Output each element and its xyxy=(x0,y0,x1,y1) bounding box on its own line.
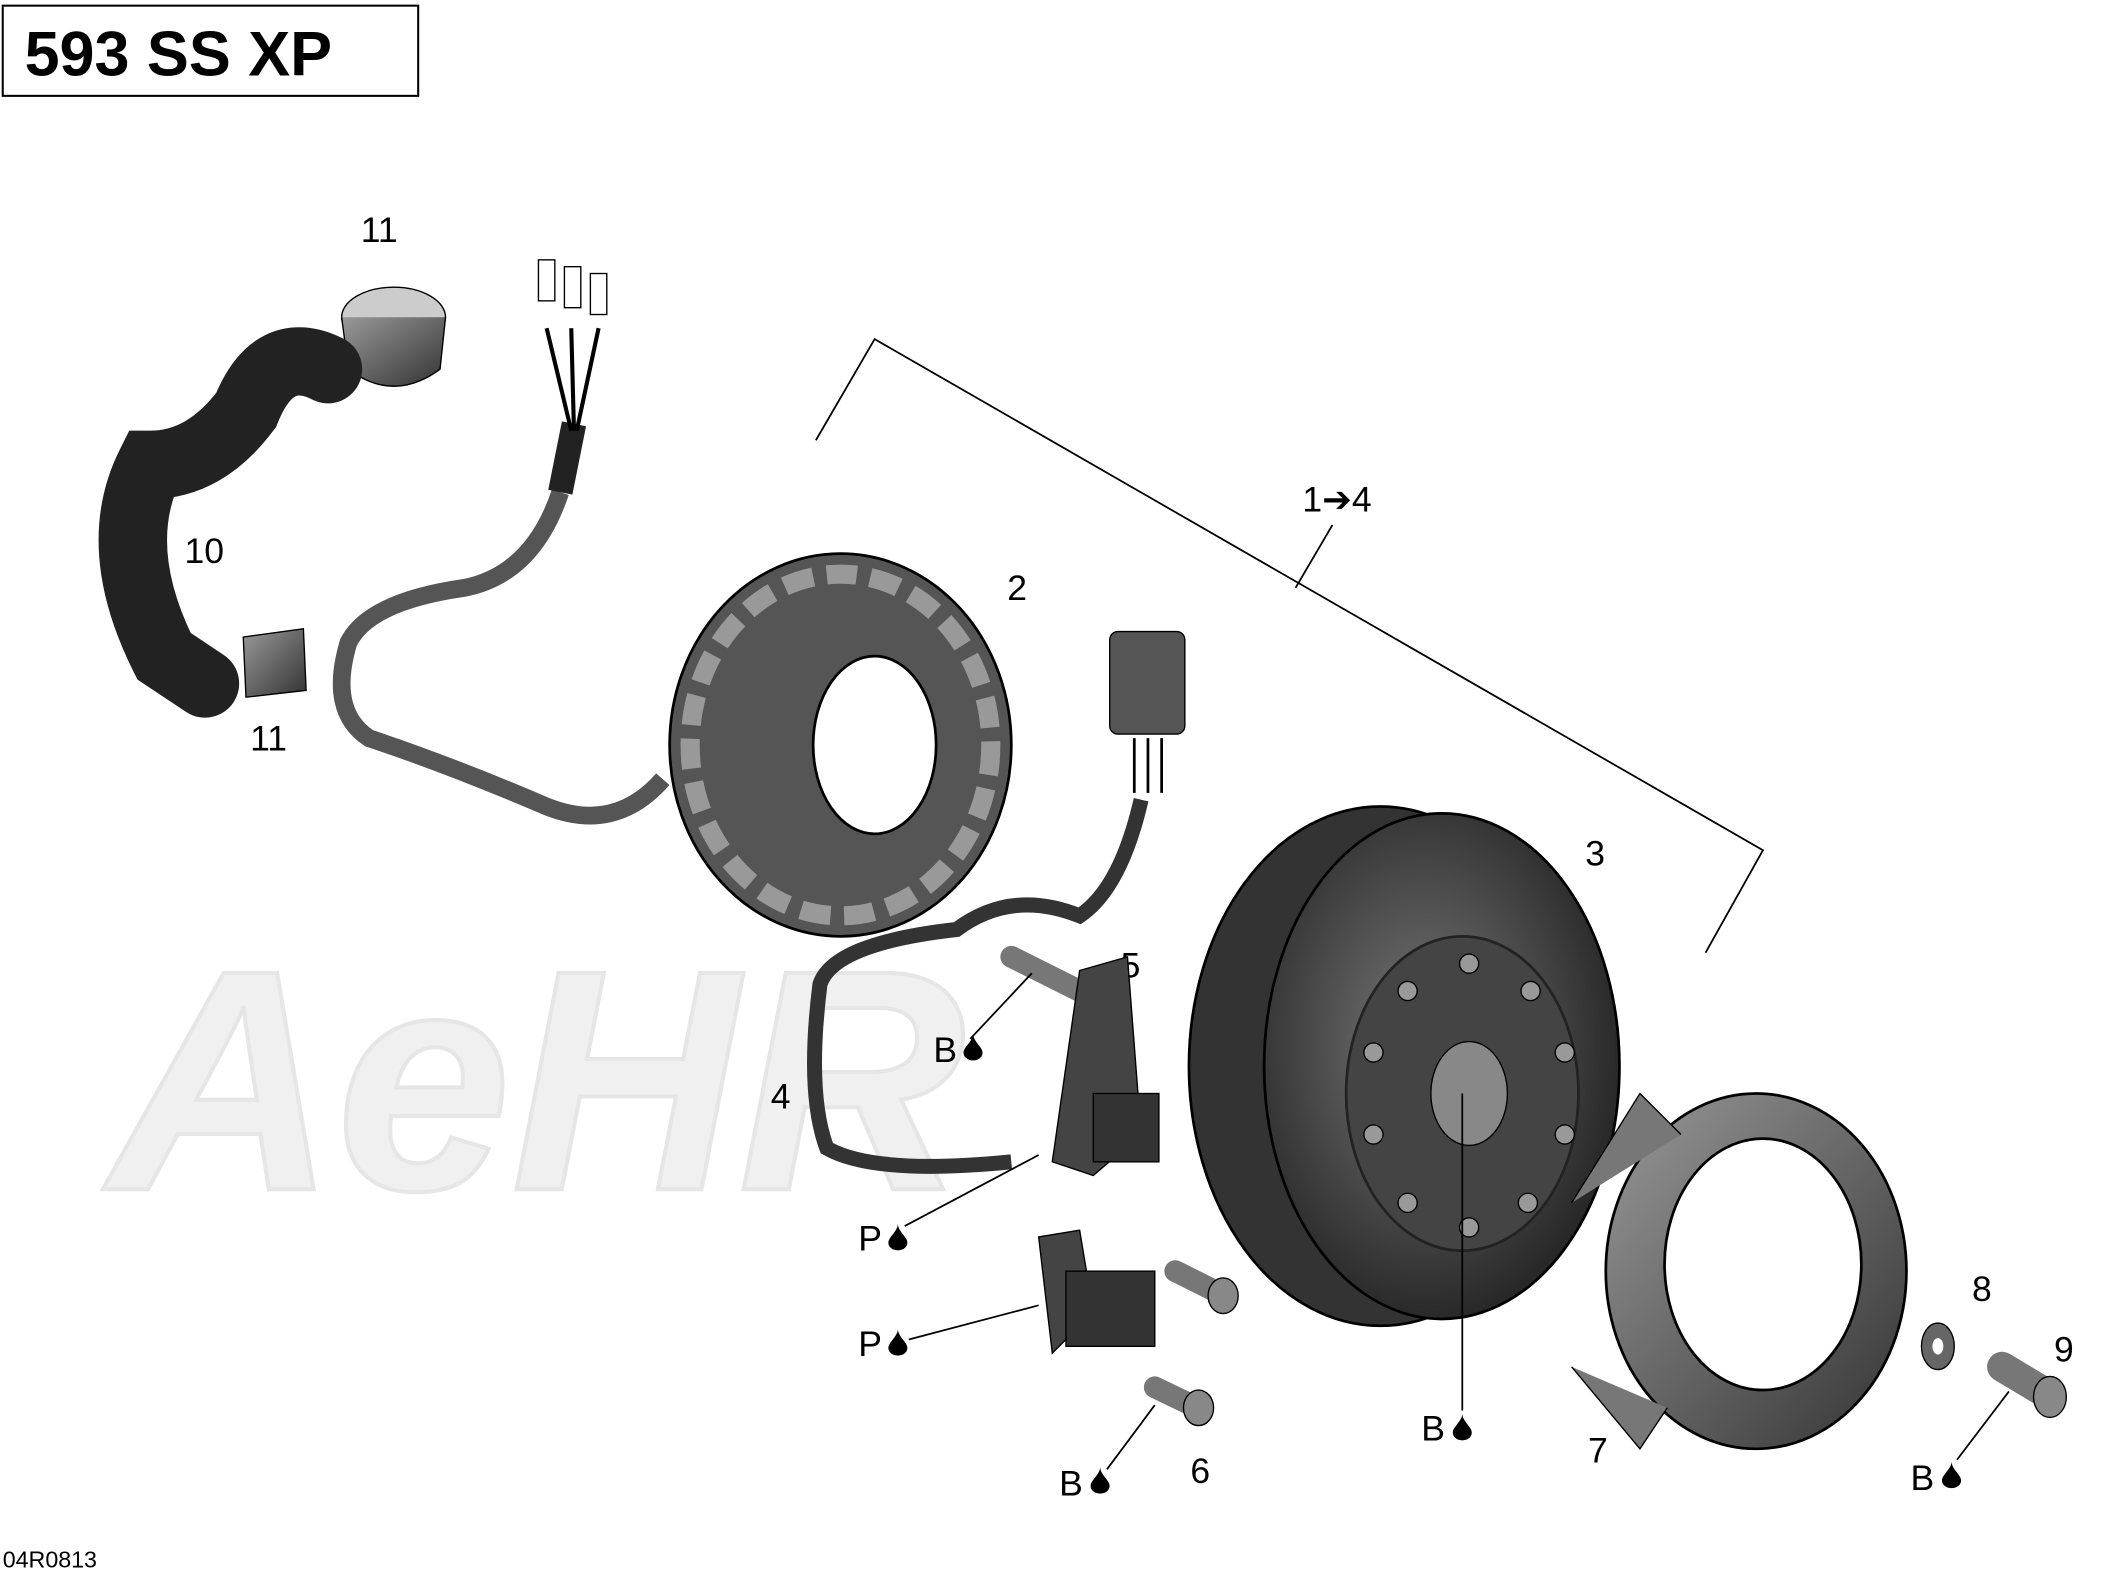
callout-3: 3 xyxy=(1585,833,1605,873)
sensor-upper xyxy=(1051,955,1160,1177)
callout-6: 6 xyxy=(1190,1451,1210,1491)
callout-2: 2 xyxy=(1007,568,1027,608)
lube-b-bolt9: B xyxy=(1911,1458,1935,1498)
sensor-wire-part-4 xyxy=(806,630,1186,1174)
diagram-code: 04R0813 xyxy=(3,1547,97,1572)
callout-11-top: 11 xyxy=(361,210,398,250)
lubricant-drop-icon xyxy=(963,1033,983,1061)
callout-8: 8 xyxy=(1972,1269,1992,1309)
washer-part-8 xyxy=(1920,1322,1955,1371)
lube-b-bolt6: B xyxy=(1059,1463,1083,1503)
lubricant-drop-icon xyxy=(888,1328,908,1356)
sensor-lower xyxy=(1037,1229,1156,1355)
clamp-part-11-top xyxy=(340,286,447,387)
lube-p-sensor-lower: P xyxy=(858,1324,882,1364)
kit-bracket xyxy=(815,337,1765,954)
bolt-flywheel-side xyxy=(1164,1260,1239,1315)
lube-p-sensor-upper: P xyxy=(858,1219,882,1259)
lube-b-flywheel: B xyxy=(1421,1409,1445,1449)
lubricant-drop-icon xyxy=(1941,1461,1962,1489)
callout-10: 10 xyxy=(184,531,224,571)
stator-part-2 xyxy=(668,552,1013,938)
callout-7: 7 xyxy=(1588,1430,1608,1470)
flywheel-part-3 xyxy=(1187,805,1621,1328)
clamp-part-11-bottom xyxy=(242,628,307,698)
hose-part-10 xyxy=(98,327,363,718)
callout-11-bottom: 11 xyxy=(250,718,287,758)
callout-9: 9 xyxy=(2054,1329,2074,1369)
callout-4: 4 xyxy=(771,1077,791,1117)
bolt-part-6 xyxy=(1143,1376,1215,1427)
stator-wire-harness xyxy=(332,259,670,825)
model-title-box: 593 SS XP xyxy=(1,4,420,97)
lubricant-drop-icon xyxy=(1090,1466,1110,1494)
cover-part-7 xyxy=(1571,1092,1908,1451)
bolt-part-9 xyxy=(1987,1351,2068,1419)
model-title: 593 SS XP xyxy=(25,19,333,89)
lube-b-bolt5: B xyxy=(933,1030,957,1070)
lubricant-drop-icon xyxy=(1452,1413,1472,1441)
callout-kit-range: 1➔4 xyxy=(1302,479,1371,519)
